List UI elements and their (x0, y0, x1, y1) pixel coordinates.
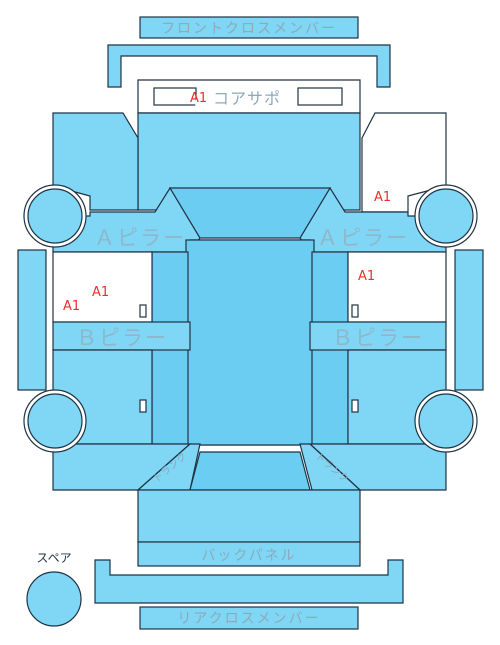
left-front-door-handle (139, 304, 147, 318)
left-b-pillar[interactable] (52, 321, 191, 351)
spare-tire[interactable] (26, 571, 82, 627)
roof-panel[interactable] (185, 239, 315, 446)
windshield[interactable] (168, 187, 332, 239)
right-b-pillar-label: Ｂピラー (332, 326, 424, 350)
trunk-lid[interactable] (189, 451, 311, 491)
right-side-step[interactable] (454, 249, 484, 391)
right-front-wheel[interactable] (418, 188, 474, 244)
core-support-right-slot (297, 87, 343, 106)
damage-code-left-front-door-lower: A1 (63, 299, 80, 314)
left-rear-wheel[interactable] (27, 393, 83, 449)
spare-tire-label: スペア (36, 551, 71, 565)
front-cross-member[interactable] (139, 16, 359, 39)
front-cross-member-label: フロントクロスメンバー (161, 21, 337, 37)
front-bumper-reinforcement[interactable] (107, 44, 391, 88)
left-a-pillar-label: Ａピラー (94, 226, 186, 250)
back-panel[interactable] (137, 541, 361, 567)
damage-code-left-front-door-upper: A1 (92, 285, 109, 300)
rear-cross-member-label: リアクロスメンバー (177, 611, 320, 627)
damage-code-core-support: A1 (190, 91, 207, 106)
core-support-left-slot (153, 87, 197, 106)
back-panel-label: バックパネル (201, 548, 296, 564)
left-rear-door-handle (139, 399, 147, 413)
left-b-pillar-label: Ｂピラー (76, 326, 168, 350)
right-rear-wheel[interactable] (418, 393, 474, 449)
core-support-label: コアサポ (213, 89, 281, 108)
rear-floor[interactable] (137, 489, 361, 543)
core-support-marker (195, 95, 211, 111)
rear-bumper-reinforcement[interactable] (94, 559, 404, 604)
rear-cross-member[interactable] (139, 606, 359, 630)
damage-code-right-front-fender: A1 (374, 190, 391, 205)
right-front-fender[interactable] (361, 112, 447, 213)
right-front-door-handle (351, 304, 359, 318)
right-rear-door-handle (351, 399, 359, 413)
damage-code-right-front-door: A1 (358, 269, 375, 284)
left-front-door[interactable] (52, 251, 153, 323)
left-side-step[interactable] (17, 249, 47, 391)
right-front-door[interactable] (347, 251, 447, 323)
right-b-pillar[interactable] (309, 321, 447, 351)
right-a-pillar-label: Ａピラー (317, 226, 409, 250)
left-front-wheel[interactable] (27, 188, 83, 244)
